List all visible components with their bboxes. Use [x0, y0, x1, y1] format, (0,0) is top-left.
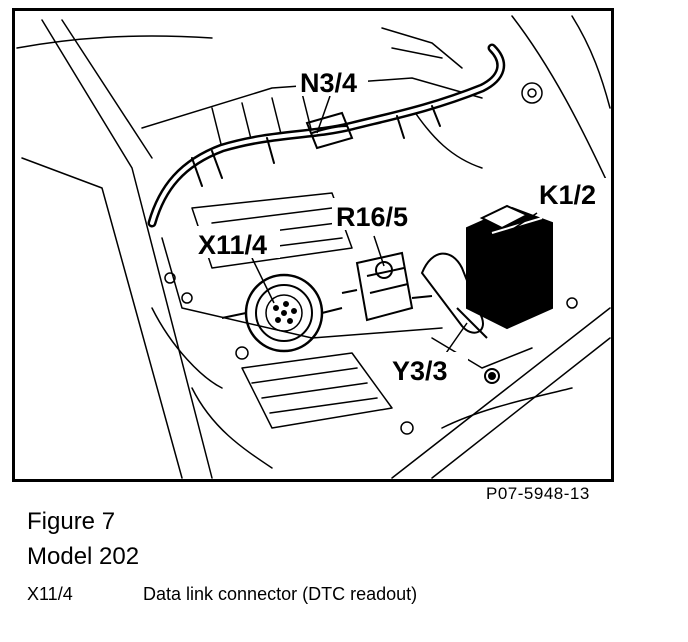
legend-item: X11/4 Data link connector (DTC readout) [27, 584, 417, 605]
label-bg-n3-4 [296, 66, 368, 96]
callout-y3-3: Y3/3 [392, 356, 448, 386]
figure-number: Figure 7 [27, 508, 116, 535]
x11-4-data-link-connector [221, 273, 343, 353]
legend-description: Data link connector (DTC readout) [143, 584, 418, 604]
leader-k1-2 [506, 212, 538, 234]
leader-x11-4 [251, 257, 275, 304]
fastener-bolts [164, 82, 578, 435]
callout-x11-4: X11/4 [198, 230, 267, 260]
callout-r16-5: R16/5 [336, 202, 408, 232]
label-bg-x11-4 [194, 226, 280, 258]
figure-source-id: P07-5948-13 [486, 484, 590, 503]
leader-r16-5 [373, 235, 385, 267]
callout-k1-2: K1/2 [539, 180, 596, 210]
label-bg-y3-3 [388, 352, 468, 384]
engine-bay-line-drawing: N3/4 K1/2 R16/5 X11/4 Y3/3 [12, 8, 614, 482]
k1-2-relay [466, 204, 553, 330]
engine-bay-illustration: N3/4 K1/2 R16/5 X11/4 Y3/3 [12, 8, 614, 482]
n3-4-control-unit [305, 111, 354, 150]
label-bg-r16-5 [332, 198, 422, 230]
label-bg-k1-2 [535, 178, 611, 208]
legend-code: X11/4 [27, 584, 73, 604]
model-number: Model 202 [27, 543, 140, 570]
leader-n3-4 [316, 95, 331, 134]
r16-5-component [341, 251, 433, 322]
y3-3-solenoid [420, 252, 500, 384]
callout-n3-4: N3/4 [300, 68, 357, 98]
